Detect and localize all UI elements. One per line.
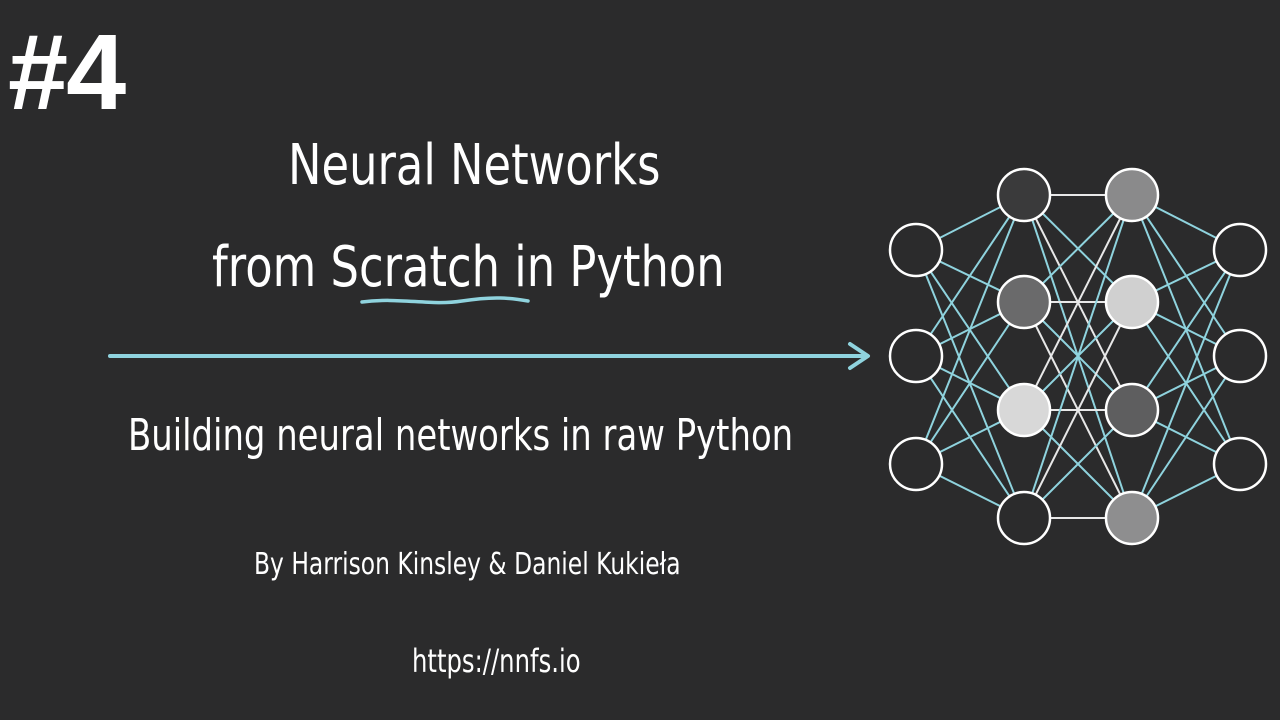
network-node-layer-1-3 <box>996 490 1052 546</box>
arrow-icon <box>108 342 870 370</box>
network-node-layer-3-0 <box>1212 222 1268 278</box>
network-edge <box>1131 249 1241 519</box>
title-highlight-word: Scratch <box>330 235 501 300</box>
network-edge <box>1023 301 1133 519</box>
network-node-layer-1-2 <box>996 382 1052 438</box>
network-node-layer-2-1 <box>1104 274 1160 330</box>
network-node-layer-2-2 <box>1104 382 1160 438</box>
subtitle: Building neural networks in raw Python <box>128 410 794 461</box>
network-edge <box>1131 355 1241 519</box>
network-node-layer-0-2 <box>888 436 944 492</box>
network-edge <box>1023 194 1133 519</box>
network-edge <box>915 194 1025 465</box>
website-url: https://nnfs.io <box>412 642 581 680</box>
network-edge <box>1131 249 1241 411</box>
network-node-layer-0-0 <box>888 222 944 278</box>
episode-number: #4 <box>8 11 126 132</box>
network-node-layer-1-0 <box>996 167 1052 223</box>
title-line-2: from Scratch in Python <box>212 240 725 296</box>
title-line-2-suffix: in Python <box>500 235 725 300</box>
title-line-1: Neural Networks <box>288 133 661 198</box>
network-edge <box>915 194 1025 357</box>
network-nodes <box>888 167 1268 546</box>
neural-network-diagram <box>888 167 1268 546</box>
network-node-layer-3-1 <box>1212 328 1268 384</box>
network-edge <box>1023 194 1133 411</box>
network-edge <box>915 301 1025 465</box>
authors-credit: By Harrison Kinsley & Daniel Kukieła <box>254 547 681 582</box>
network-node-layer-2-0 <box>1104 167 1160 223</box>
network-node-layer-3-2 <box>1212 436 1268 492</box>
network-node-layer-1-1 <box>996 274 1052 330</box>
network-node-layer-2-3 <box>1104 490 1160 546</box>
network-edges <box>915 194 1241 519</box>
underline-squiggle <box>360 296 530 305</box>
title-line-2-prefix: from <box>212 235 331 300</box>
network-node-layer-0-1 <box>888 328 944 384</box>
